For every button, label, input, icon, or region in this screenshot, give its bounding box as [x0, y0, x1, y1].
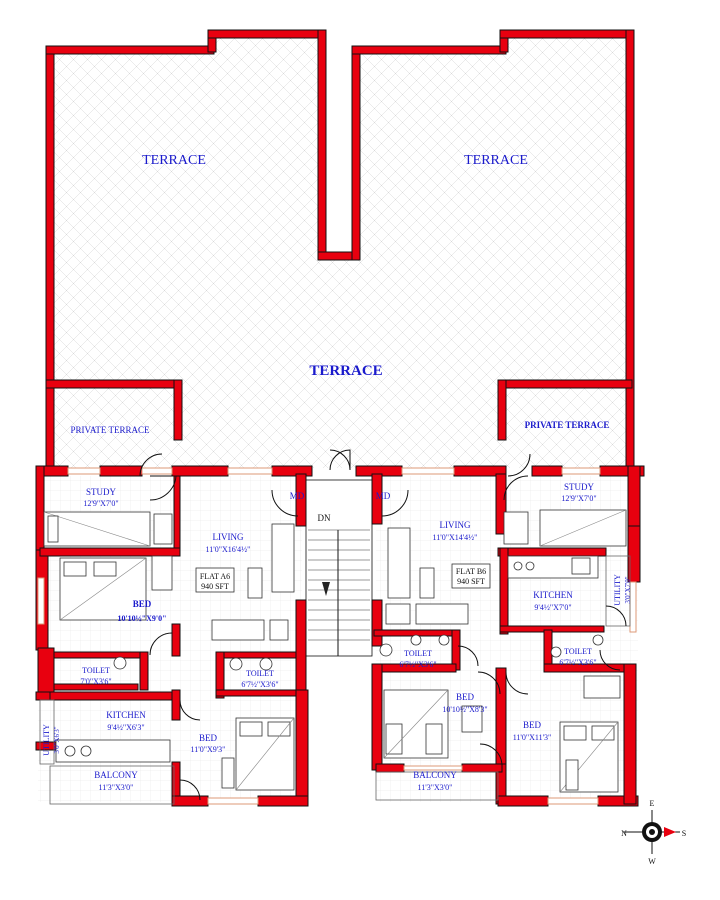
flat-a6-walls	[35, 465, 313, 807]
a6-bed1-label: BED	[133, 599, 152, 609]
a6-bed1-dim: 10'10½"X9'0"	[117, 614, 166, 623]
balcony-b6	[375, 771, 499, 801]
a6-toilet1-dim: 7'0"X3'6"	[80, 677, 111, 686]
balcony-a6	[49, 765, 175, 805]
b6-living-dim: 11'0"X14'4½"	[433, 533, 478, 542]
utility-a6	[39, 699, 55, 765]
a6-toilet1-label: TOILET	[82, 666, 110, 675]
b6-bed1-dim: 10'10½"X8'3"	[442, 705, 487, 714]
b6-study-label: STUDY	[564, 482, 595, 492]
stair-label: DN	[318, 513, 331, 523]
a6-flat-area: 940 SFT	[201, 582, 229, 591]
b6-utility-label: UTILITY	[613, 574, 622, 606]
b6-kitchen-dim: 9'4½"X7'0"	[534, 603, 571, 612]
a6-living-dim: 11'0"X16'4½"	[206, 545, 251, 554]
a6-md-label: MD	[290, 491, 305, 501]
b6-balcony-label: BALCONY	[413, 770, 457, 780]
private-terrace-left-label: PRIVATE TERRACE	[71, 425, 150, 435]
b6-bed2-dim: 11'0"X11'3"	[513, 733, 552, 742]
compass-icon: N S E W	[621, 799, 686, 866]
b6-flat-area: 940 SFT	[457, 577, 485, 586]
terrace-walls	[45, 29, 635, 473]
b6-toilet1-label: TOILET	[404, 649, 432, 658]
b6-bed1-label: BED	[456, 692, 475, 702]
compass-w: W	[648, 857, 656, 866]
down-arrow-icon	[322, 582, 330, 596]
terrace-right-label: TERRACE	[464, 153, 528, 168]
a6-study-dim: 12'9"X7'0"	[83, 499, 118, 508]
b6-flat-name: FLAT B6	[456, 567, 486, 576]
door-swings	[139, 453, 627, 801]
b6-flat-tag: FLAT B6 940 SFT	[451, 563, 491, 589]
a6-utility-label: UTILITY	[42, 724, 51, 756]
terrace-center-label: TERRACE	[309, 363, 382, 379]
b6-toilet1-dim: 6'7½"X3'6"	[399, 660, 436, 669]
a6-study-label: STUDY	[86, 487, 117, 497]
b6-living-label: LIVING	[440, 520, 471, 530]
b6-md-label: MD	[376, 491, 391, 501]
a6-bed2-dim: 11'0"X9'3"	[191, 745, 226, 754]
a6-kitchen-label: KITCHEN	[106, 710, 146, 720]
b6-toilet2-label: TOILET	[564, 647, 592, 656]
furniture	[43, 509, 627, 793]
a6-living-label: LIVING	[213, 532, 244, 542]
a6-flat-name: FLAT A6	[200, 572, 230, 581]
compass-e: E	[650, 799, 655, 808]
b6-study-dim: 12'9"X7'0"	[561, 494, 596, 503]
a6-kitchen-dim: 9'4½"X6'3"	[107, 723, 144, 732]
b6-toilet2-dim: 6'7½"X3'6"	[559, 658, 596, 667]
a6-balcony-label: BALCONY	[94, 770, 138, 780]
a6-toilet2-label: TOILET	[246, 669, 274, 678]
a6-utility-dim: 3'0"X6'3"	[53, 726, 61, 753]
stair-door[interactable]	[329, 449, 351, 471]
b6-balcony-dim: 11'3"X3'0"	[418, 783, 453, 792]
a6-toilet2-dim: 6'7½"X3'6"	[241, 680, 278, 689]
compass-n: N	[621, 829, 627, 838]
staircase: DN	[305, 479, 373, 657]
b6-kitchen-label: KITCHEN	[533, 590, 573, 600]
utility-b6	[605, 555, 631, 627]
a6-flat-tag: FLAT A6 940 SFT	[195, 567, 235, 593]
terrace-left-label: TERRACE	[142, 153, 206, 168]
compass-s: S	[682, 829, 686, 838]
a6-bed2-label: BED	[199, 733, 218, 743]
b6-bed2-label: BED	[523, 720, 542, 730]
windows	[37, 467, 637, 805]
terrace-area	[52, 36, 628, 468]
private-terrace-right-label: PRIVATE TERRACE	[525, 420, 610, 430]
flat-b6-walls	[355, 465, 645, 807]
b6-utility-dim: 3'0"X7'0"	[624, 576, 632, 603]
a6-balcony-dim: 11'3"X3'0"	[99, 783, 134, 792]
